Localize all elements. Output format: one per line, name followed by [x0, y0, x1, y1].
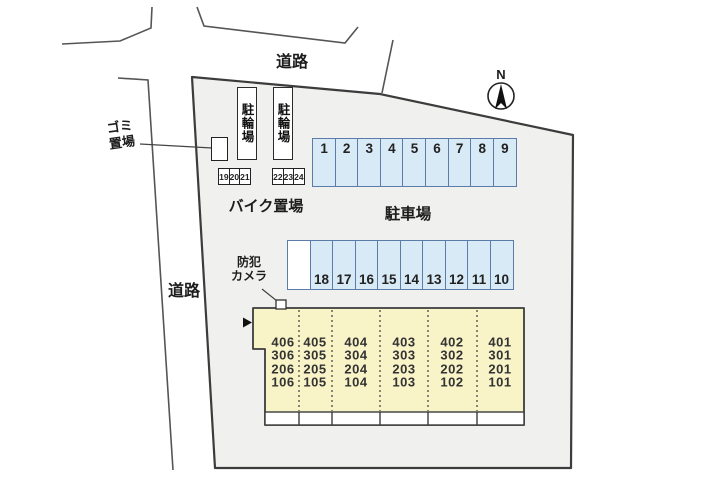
parking-space: 3	[357, 138, 382, 187]
room-number: 104	[344, 374, 368, 390]
room-number: 205	[303, 361, 327, 376]
room-number: 202	[440, 361, 464, 376]
parking-space-empty	[287, 240, 312, 290]
parking-space: 18	[309, 240, 334, 290]
parking-space: 9	[492, 138, 517, 187]
garbage-area-label: ゴミ 置場	[96, 116, 146, 155]
room-number: 306	[271, 347, 295, 363]
north-label: N	[496, 67, 506, 82]
parking-space: 2	[334, 138, 359, 187]
bike-spot: 21	[239, 168, 251, 185]
room-number: 301	[488, 347, 512, 363]
parking-space: 12	[444, 240, 469, 290]
building-balcony-strip	[264, 411, 525, 426]
parking-space: 10	[489, 240, 514, 290]
room-number: 302	[440, 347, 464, 363]
road-label-left: 道路	[167, 283, 200, 300]
parking-space: 1	[312, 138, 337, 187]
room-number: 305	[303, 347, 327, 363]
bike-area-label: バイク置場	[228, 198, 304, 215]
security-camera-label: 防犯 カメラ	[225, 255, 273, 284]
bicycle-shed-right: 駐輪場	[273, 87, 293, 160]
parking-space: 15	[377, 240, 402, 290]
security-camera-label-line1: 防犯	[236, 255, 261, 269]
road-line-topright	[381, 39, 394, 94]
road-line-left	[117, 77, 174, 471]
room-number: 201	[488, 361, 512, 376]
building-room-dividers	[298, 310, 478, 411]
garbage-leader-line	[139, 143, 213, 149]
road-line-topleft	[61, 6, 153, 45]
room-number: 402	[440, 334, 464, 349]
room-number: 105	[303, 374, 327, 390]
parking-space: 17	[332, 240, 357, 290]
security-camera-label-line2: カメラ	[230, 269, 267, 284]
balcony-dividers	[298, 412, 478, 425]
room-number: 404	[344, 334, 368, 349]
garbage-area-box	[211, 137, 228, 161]
room-number: 405	[303, 334, 327, 349]
camera-leader-line	[261, 288, 278, 302]
room-number: 103	[392, 374, 416, 390]
road-label-top: 道路	[275, 54, 308, 71]
parking-space: 6	[424, 138, 450, 187]
parking-space: 11	[467, 240, 492, 290]
room-number: 101	[488, 374, 512, 390]
room-number: 106	[271, 374, 295, 390]
room-number: 206	[271, 361, 295, 376]
parking-space: 7	[447, 138, 472, 187]
bicycle-shed-left: 駐輪場	[237, 87, 257, 160]
parking-lot-label: 駐車場	[384, 206, 432, 223]
parking-space: 5	[402, 138, 427, 187]
entrance-arrow-icon	[243, 317, 252, 328]
security-camera-marker	[275, 299, 287, 310]
parking-space: 8	[470, 138, 495, 187]
room-number: 401	[488, 334, 512, 349]
parking-space: 16	[354, 240, 379, 290]
room-number: 304	[344, 347, 368, 363]
bike-spot: 24	[293, 168, 305, 185]
room-number: 406	[271, 334, 295, 349]
room-number: 403	[392, 334, 416, 349]
parking-space: 4	[379, 138, 404, 187]
north-compass-icon	[487, 82, 515, 110]
parking-space: 13	[422, 240, 447, 290]
room-number: 203	[392, 361, 416, 376]
road-line-top	[196, 6, 359, 44]
room-number: 204	[344, 361, 368, 376]
room-number: 303	[392, 347, 416, 363]
room-number: 102	[440, 374, 464, 390]
parking-space: 14	[399, 240, 424, 290]
